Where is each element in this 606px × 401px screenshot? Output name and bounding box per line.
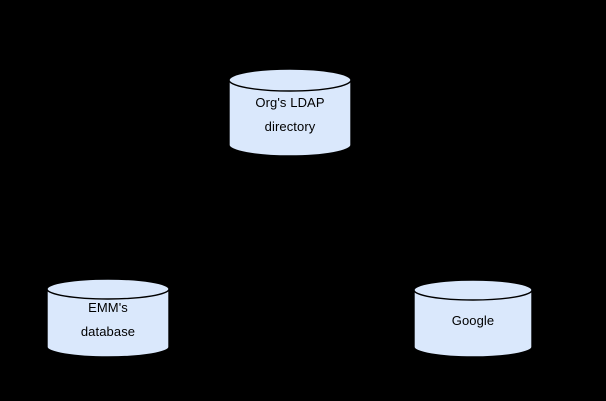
- database-node-google[interactable]: Google: [413, 279, 533, 358]
- database-node-ldap[interactable]: Org's LDAP directory: [228, 68, 352, 157]
- cylinder-shape-icon: [46, 278, 170, 358]
- cylinder-shape-icon: [413, 279, 533, 358]
- database-node-emm[interactable]: EMM's database: [46, 278, 170, 358]
- cylinder-shape-icon: [228, 68, 352, 157]
